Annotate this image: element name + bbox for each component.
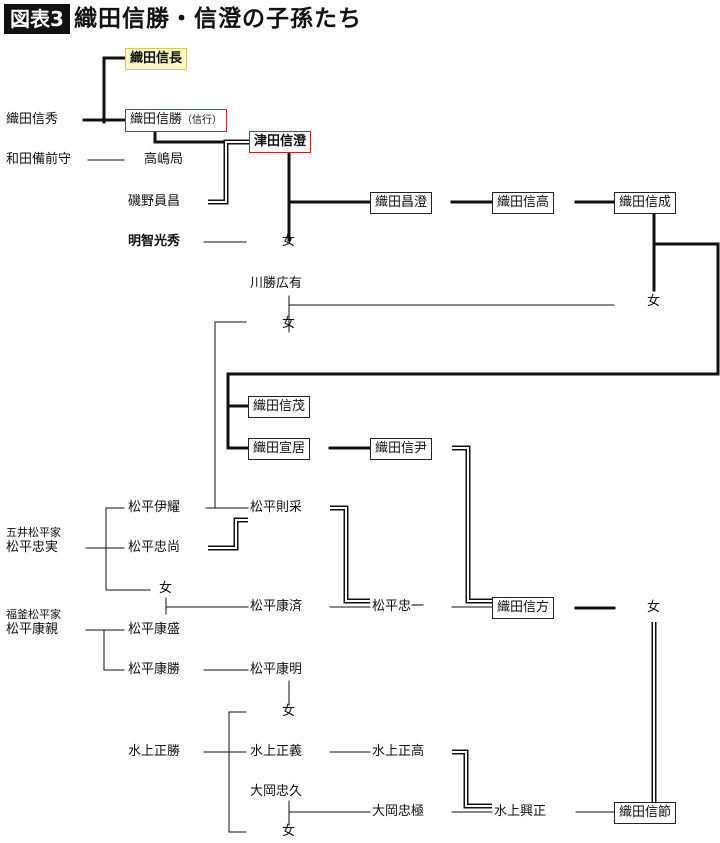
person-tadakazu: 松平忠一 <box>372 599 425 614</box>
line-nobushige-onna <box>226 210 720 450</box>
person-tadazane: 松平忠実 <box>6 540 59 555</box>
house-fukama: 福釜松平家 <box>6 608 61 621</box>
person-yasunari: 松平康済 <box>250 599 303 614</box>
line-kawakatsu-onna <box>288 295 615 333</box>
line-onna-matsudaira-iteru <box>205 321 247 509</box>
person-tsuda-nobuzumi: 津田信澄 <box>249 131 312 153</box>
person-tadanao: 松平忠尚 <box>128 540 181 555</box>
line-nobukatsu-tsuda <box>153 128 251 144</box>
person-okimasa: 水上興正 <box>494 804 547 819</box>
person-masayoshi: 水上正義 <box>250 744 303 759</box>
person-yasumori: 松平康盛 <box>128 622 181 637</box>
adopt-norime <box>330 505 370 604</box>
person-onna-3: 女 <box>647 294 661 309</box>
line-onna6-branch <box>228 711 247 833</box>
figure-number-badge: 図表3 <box>4 4 70 34</box>
person-nobuin: 織田信尹 <box>370 438 433 460</box>
person-onna-5: 女 <box>647 600 661 615</box>
person-nobukatsu-name: 織田信勝 <box>130 112 183 127</box>
person-nobuhide: 織田信秀 <box>6 112 59 127</box>
line-tsuda-masazumi <box>287 148 372 242</box>
line-yasuchika-children <box>85 629 125 671</box>
person-kawakatsu: 川勝広有 <box>250 276 303 291</box>
person-nobutaka: 織田信高 <box>492 192 555 214</box>
person-masataka: 水上正高 <box>372 744 425 759</box>
person-nobushige: 織田信茂 <box>248 396 311 418</box>
person-takashima: 高嶋局 <box>144 152 184 167</box>
person-masazumi: 織田昌澄 <box>370 192 433 214</box>
line-nobuhide-sons <box>82 56 127 124</box>
adopt-isono <box>208 139 249 205</box>
person-nobukatsu-alias: （信行） <box>182 115 223 126</box>
line-onna-yasunari <box>165 597 249 615</box>
figure-title: 織田信勝・信澄の子孫たち <box>74 6 362 32</box>
person-yasuchika: 松平康親 <box>6 622 59 637</box>
person-nobutoki: 織田信節 <box>614 802 677 824</box>
adopt-nobuin <box>452 445 492 604</box>
line-tadazane-children <box>85 507 151 591</box>
person-onna-7: 女 <box>282 824 296 839</box>
person-masakatsu: 水上正勝 <box>128 744 181 759</box>
person-nobukatsu: 織田信勝（信行） <box>125 109 228 132</box>
person-nobuoki: 織田宣居 <box>248 438 311 460</box>
person-wada: 和田備前守 <box>6 152 72 167</box>
person-nobukata: 織田信方 <box>492 597 555 619</box>
person-yasuaki: 松平康明 <box>250 662 303 677</box>
person-onna-1: 女 <box>282 234 296 249</box>
person-iteru: 松平伊耀 <box>128 500 181 515</box>
house-goi: 五井松平家 <box>6 526 61 539</box>
person-onna-2: 女 <box>282 316 296 331</box>
person-okada-tadakiwa: 大岡忠極 <box>372 804 425 819</box>
person-norime: 松平則采 <box>250 500 303 515</box>
person-isono: 磯野員昌 <box>128 194 181 209</box>
person-onna-4: 女 <box>159 581 173 596</box>
person-okada-tadahisa: 大岡忠久 <box>250 784 303 799</box>
adopt-tadanao <box>208 517 248 551</box>
person-akechi: 明智光秀 <box>128 234 181 249</box>
person-nobunaga: 織田信長 <box>125 48 188 70</box>
person-onna-6: 女 <box>282 704 296 719</box>
adopt-masataka <box>452 749 492 809</box>
line-okada-branch <box>288 800 371 826</box>
person-yasukatsu: 松平康勝 <box>128 662 181 677</box>
person-nobushige-nobunari: 織田信成 <box>614 192 677 214</box>
